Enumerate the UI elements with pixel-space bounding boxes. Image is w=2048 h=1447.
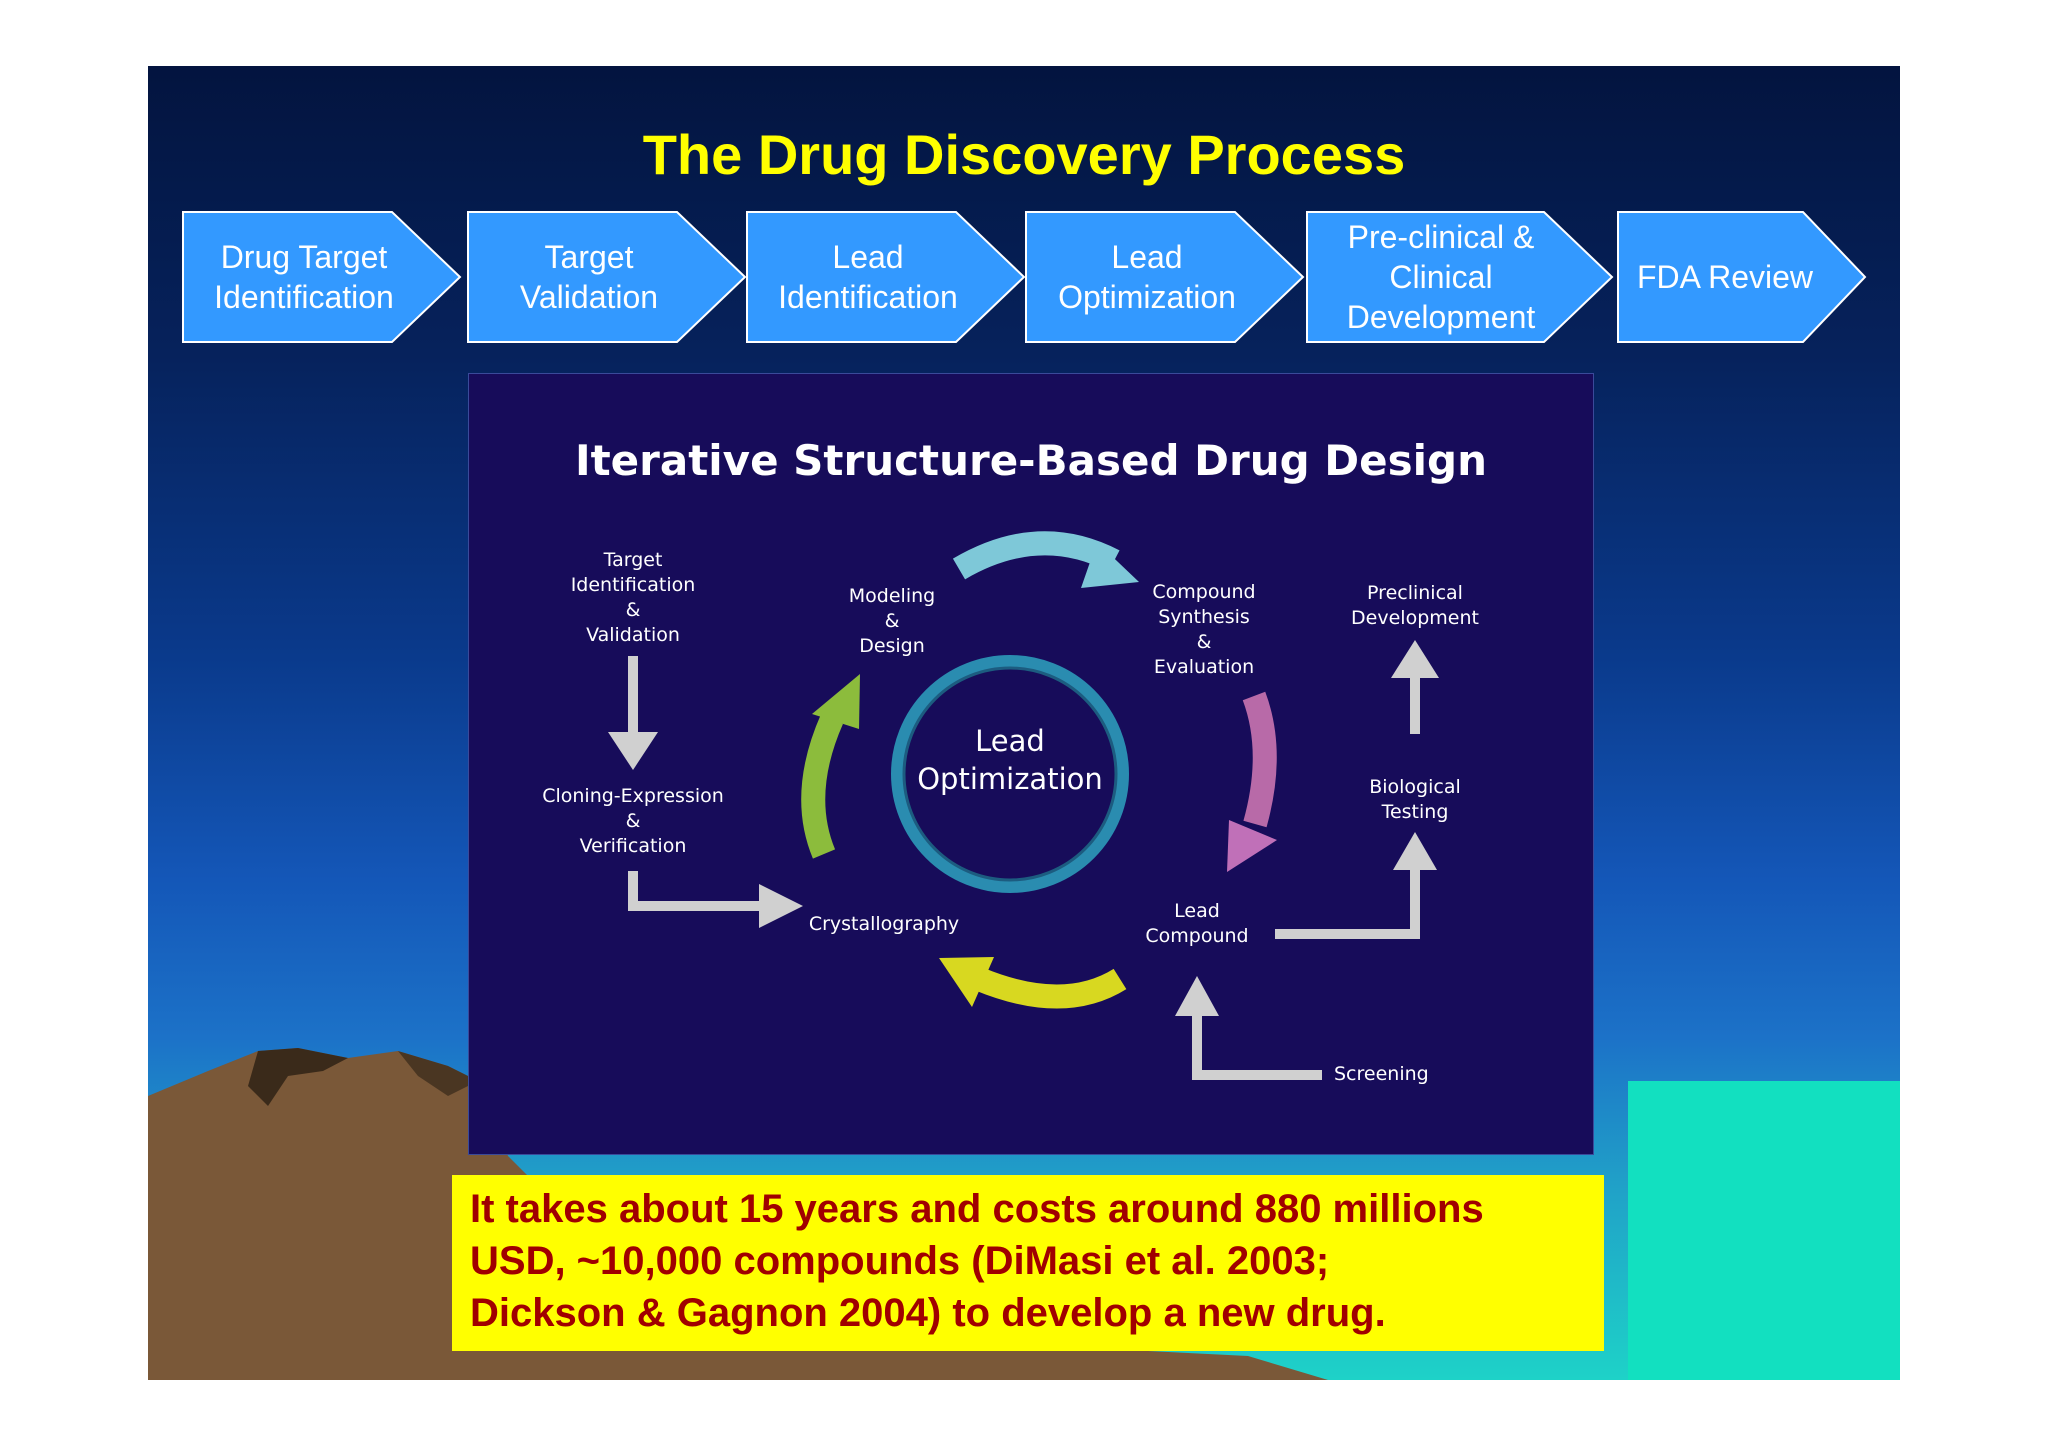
node-line: Development	[1351, 607, 1479, 629]
pipeline-label-line: Pre-clinical &	[1347, 219, 1535, 255]
node-line: &	[1196, 631, 1212, 653]
node-line: Testing	[1381, 801, 1449, 823]
node-crystallography: Crystallography	[799, 912, 969, 937]
center-label-line: Optimization	[917, 762, 1103, 796]
node-line: Compound	[1152, 581, 1256, 603]
node-line: Compound	[1145, 925, 1249, 947]
pipeline-label-line: Identification	[778, 279, 958, 315]
cost-note-box: It takes about 15 years and costs around…	[452, 1175, 1604, 1351]
node-line: Cloning-Expression	[542, 785, 724, 807]
node-line: Crystallography	[808, 913, 960, 935]
flow-arrow-cloning-to-crystallography	[628, 871, 803, 928]
node-line: &	[884, 610, 900, 632]
lead-optimization-ring	[891, 655, 1129, 893]
cycle-arrow-left	[801, 714, 844, 859]
flow-arrow-screening-to-leadcompound	[1175, 976, 1322, 1080]
node-line: &	[625, 599, 641, 621]
pipeline-label-line: Drug Target	[220, 239, 388, 275]
pipeline-label-line: Lead	[832, 239, 904, 275]
node-target-identification: Target Identification & Validation	[533, 548, 733, 648]
node-biological-testing: Biological Testing	[1345, 775, 1485, 825]
cycle-arrow-right	[1242, 691, 1277, 828]
drug-design-cycle-figure: Iterative Structure-Based Drug Design Le…	[468, 373, 1594, 1155]
node-line: Evaluation	[1153, 656, 1255, 678]
pipeline-label-line: Identification	[214, 279, 394, 315]
node-lead-compound: Lead Compound	[1137, 899, 1257, 949]
node-line: Preclinical	[1367, 582, 1463, 604]
cycle-title: Iterative Structure-Based Drug Design	[574, 436, 1488, 485]
cycle-graphics	[608, 531, 1439, 1080]
pipeline-label-line: Development	[1346, 299, 1536, 335]
node-line: Modeling	[848, 585, 936, 607]
node-line: Identification	[570, 574, 696, 596]
slide-title: The Drug Discovery Process	[642, 123, 1406, 186]
node-line: Screening	[1334, 1063, 1429, 1085]
node-line: Synthesis	[1158, 606, 1250, 628]
center-label-line: Lead	[975, 724, 1045, 758]
center-label: Lead Optimization	[900, 722, 1120, 798]
flow-arrow-target-to-cloning	[608, 656, 658, 770]
note-line: Dickson & Gagnon 2004) to develop a new …	[470, 1291, 1386, 1335]
node-line: Validation	[586, 624, 680, 646]
pipeline-step-fda-review: FDA Review	[1617, 211, 1867, 343]
pipeline-label-line: Lead	[1111, 239, 1183, 275]
node-cloning-expression: Cloning-Expression & Verification	[513, 784, 753, 859]
node-line: Target	[603, 549, 663, 571]
flow-arrow-biological-to-preclinical	[1391, 640, 1439, 734]
flow-arrow-leadcompound-to-biological	[1275, 832, 1437, 939]
cycle-arrow-bottom	[974, 967, 1127, 1009]
node-preclinical-development: Preclinical Development	[1335, 581, 1495, 631]
pipeline-label-line: FDA Review	[1636, 259, 1814, 295]
note-line: USD, ~10,000 compounds (DiMasi et al. 20…	[470, 1239, 1330, 1283]
pipeline-label-line: Validation	[519, 279, 659, 315]
node-modeling-design: Modeling & Design	[832, 584, 952, 659]
mountain-landscape	[148, 1048, 1900, 1380]
pipeline-label-line: Optimization	[1058, 279, 1236, 315]
note-line: It takes about 15 years and costs around…	[470, 1187, 1484, 1231]
node-screening: Screening	[1334, 1062, 1464, 1087]
node-line: Biological	[1369, 776, 1461, 798]
node-line: Lead	[1174, 900, 1220, 922]
node-compound-synthesis: Compound Synthesis & Evaluation	[1129, 580, 1279, 680]
pipeline-label-line: Target	[544, 239, 634, 275]
node-line: Verification	[579, 835, 687, 857]
pipeline-label-line: Clinical	[1389, 259, 1493, 295]
node-line: &	[625, 810, 641, 832]
node-line: Design	[859, 635, 925, 657]
